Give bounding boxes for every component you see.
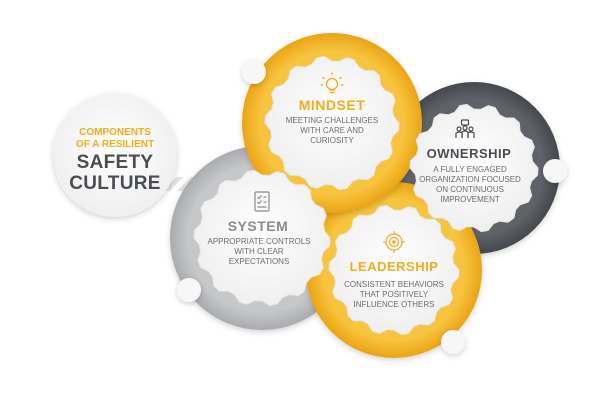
intro-subtitle-line1: COMPONENTS: [79, 127, 151, 138]
mindset-title: MINDSET: [298, 97, 366, 113]
intro-disc: [53, 93, 177, 217]
leadership-description: CONSISTENT BEHAVIORS THAT POSITIVELY INF…: [344, 280, 444, 309]
knob-leadership: [441, 330, 465, 354]
people-group-icon: [455, 119, 475, 138]
intro-subtitle-line2: OF A RESILIENT: [75, 139, 155, 150]
knob-ownership: [543, 159, 567, 183]
checklist-icon: [254, 191, 270, 212]
target-icon: [383, 231, 405, 253]
ownership-description: A FULLY ENGAGED ORGANIZATION FOCUSED ON …: [419, 165, 521, 204]
system-title: SYSTEM: [227, 218, 289, 234]
knob-mindset: [242, 60, 266, 84]
leadership-gear: [328, 204, 460, 336]
lightbulb-icon: [320, 72, 344, 94]
knob-system: [177, 278, 201, 302]
mindset-gear: [264, 55, 400, 191]
mindset-description: MEETING CHALLENGES WITH CARE AND CURIOSI…: [285, 116, 379, 145]
system-description: APPROPRIATE CONTROLS WITH CLEAR EXPECTAT…: [207, 237, 311, 266]
leadership-title: LEADERSHIP: [349, 259, 439, 274]
ownership-title: OWNERSHIP: [426, 146, 512, 161]
intro-title-line1: SAFETY: [76, 152, 154, 173]
system-gear: [193, 169, 331, 307]
intro-title-line2: CULTURE: [69, 173, 161, 194]
ownership-gear: [409, 103, 539, 233]
